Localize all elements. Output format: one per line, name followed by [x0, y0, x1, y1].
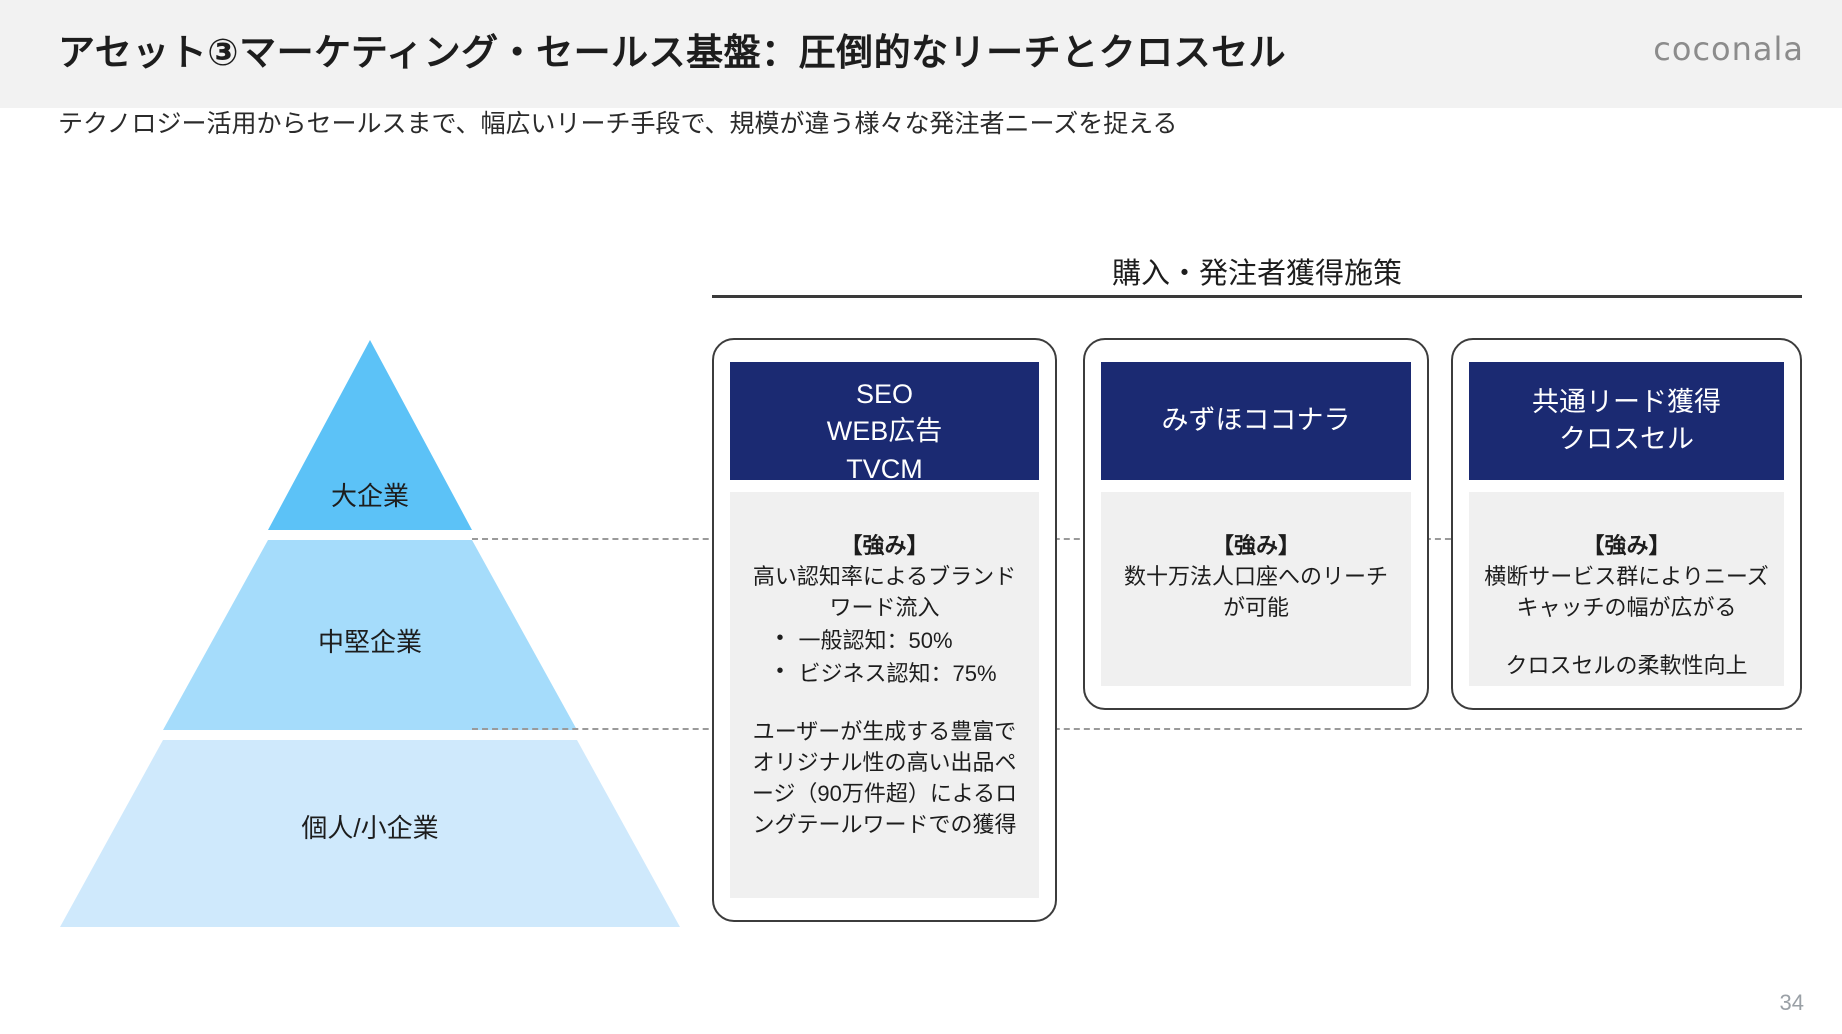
card-header-crosssell: 共通リード獲得 クロスセル: [1469, 362, 1784, 480]
coconala-logo: coconala: [1653, 30, 1804, 68]
section-heading: 購入・発注者獲得施策: [1111, 258, 1402, 290]
card-paragraph: ユーザーが生成する豊富でオリジナル性の高い出品ページ（90万件超）によるロングテ…: [751, 718, 1018, 838]
card-body-mizuho: 【強み】 数十万法人口座へのリーチ が可能: [1101, 492, 1411, 686]
strength-label: 【強み】: [840, 533, 929, 558]
pyramid-shape: [60, 340, 680, 927]
pyramid-label-mid: 中堅企業: [317, 627, 422, 657]
connector-line-lower: [472, 728, 1802, 730]
pyramid-label-large: 大企業: [330, 481, 409, 511]
strength-bullets: 一般認知：50% ビジネス認知：75%: [772, 623, 996, 690]
measure-card-seo[interactable]: SEO WEB広告 TVCM 【強み】 高い認知率によるブランド ワード流入 一…: [712, 338, 1057, 922]
section-divider: [712, 295, 1802, 298]
header-band: [0, 0, 1842, 108]
card-header-seo: SEO WEB広告 TVCM: [730, 362, 1039, 484]
measure-card-crosssell[interactable]: 共通リード獲得 クロスセル 【強み】 横断サービス群によりニーズ キャッチの幅が…: [1451, 338, 1802, 710]
card-body-crosssell: 【強み】 横断サービス群によりニーズ キャッチの幅が広がる クロスセルの柔軟性向…: [1469, 492, 1784, 686]
list-item: ビジネス認知：75%: [772, 656, 996, 690]
strength-label: 【強み】: [1582, 533, 1671, 558]
card-body-seo: 【強み】 高い認知率によるブランド ワード流入 一般認知：50% ビジネス認知：…: [730, 492, 1039, 898]
strength-label: 【強み】: [1211, 533, 1300, 558]
pyramid-label-small: 個人/小企業: [301, 813, 439, 843]
measure-card-mizuho[interactable]: みずほココナラ 【強み】 数十万法人口座へのリーチ が可能: [1083, 338, 1429, 710]
page-number: 34: [1779, 990, 1804, 1015]
page-subtitle: テクノロジー活用からセールスまで、幅広いリーチ手段で、規模が違う様々な発注者ニー…: [58, 110, 1178, 138]
page-title: アセット③マーケティング・セールス基盤：圧倒的なリーチとクロスセル: [58, 32, 1287, 73]
list-item: 一般認知：50%: [772, 623, 996, 657]
card-header-mizuho: みずほココナラ: [1101, 362, 1411, 480]
card-paragraph: クロスセルの柔軟性向上: [1505, 652, 1748, 678]
segment-pyramid: 大企業 中堅企業 個人/小企業: [60, 340, 680, 940]
